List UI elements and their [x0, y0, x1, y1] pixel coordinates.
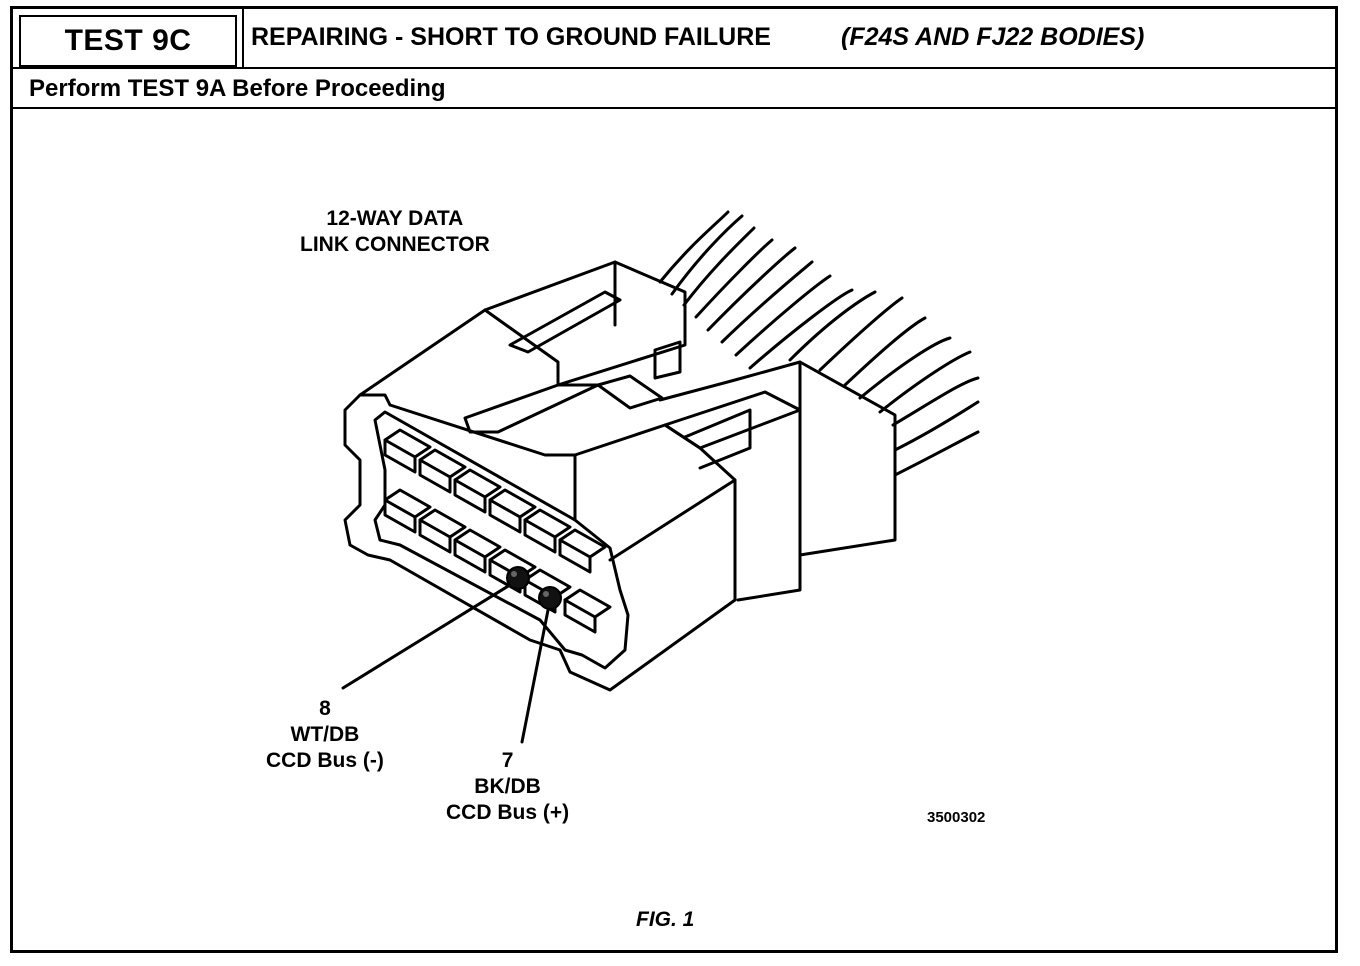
page-frame: TEST 9C REPAIRING - SHORT TO GROUND FAIL…	[10, 6, 1338, 953]
wire-bundle	[658, 210, 980, 477]
pin8-marker	[506, 566, 530, 590]
test-id-box: TEST 9C	[19, 15, 237, 67]
connector-label: 12-WAY DATA LINK CONNECTOR	[300, 207, 490, 256]
figure-caption: FIG. 1	[636, 908, 695, 931]
pin8-leader	[341, 578, 520, 690]
pin7-signal: CCD Bus (+)	[446, 801, 570, 824]
pin7-wire: BK/DB	[474, 775, 541, 798]
header-row: TEST 9C REPAIRING - SHORT TO GROUND FAIL…	[13, 9, 1335, 69]
front-housing	[343, 393, 737, 692]
header-divider	[242, 9, 244, 67]
pin8-wire: WT/DB	[290, 723, 360, 746]
top-latch	[358, 260, 802, 470]
pin7-leader	[520, 598, 552, 744]
rear-housing	[658, 360, 897, 602]
prerequisite-note: Perform TEST 9A Before Proceeding	[29, 75, 446, 102]
pin7-label: 7 BK/DB CCD Bus (+)	[446, 748, 569, 826]
terminal-row-upper	[383, 428, 607, 574]
pin7-number: 7	[501, 749, 514, 772]
title-bodies: (F24S AND FJ22 BODIES)	[841, 23, 1145, 51]
part-number: 3500302	[927, 809, 986, 826]
connector-face	[373, 410, 630, 670]
pin7-marker	[538, 586, 562, 610]
page-title: REPAIRING - SHORT TO GROUND FAILURE	[251, 23, 771, 51]
subheader-row: Perform TEST 9A Before Proceeding	[13, 69, 1335, 109]
pin8-number: 8	[319, 697, 331, 720]
pin8-label: 8 WT/DB CCD Bus (-)	[266, 696, 384, 774]
terminal-row-lower	[383, 488, 612, 634]
pin8-signal: CCD Bus (-)	[266, 749, 384, 772]
